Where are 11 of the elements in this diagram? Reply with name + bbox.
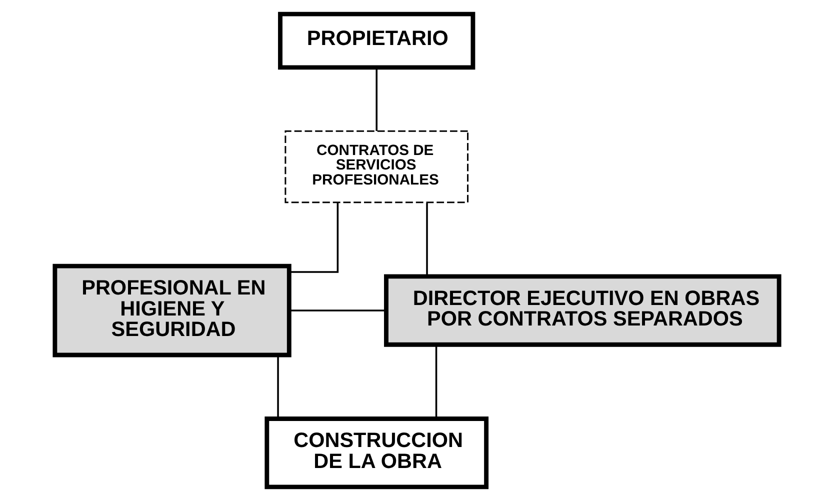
connector: [288, 310, 386, 312]
node-box: DIRECTOR EJECUTIVO EN OBRAS POR CONTRATOS SEPARADOS: [384, 274, 781, 347]
node-box: PROFESIONAL EN HIGIENE Y SEGURIDAD: [52, 264, 291, 358]
node-box: CONSTRUCCION DE LA OBRA: [264, 416, 488, 490]
connector: [434, 344, 437, 419]
connector: [288, 202, 338, 273]
connector: [426, 203, 428, 276]
node-box: CONTRATOS DE SERVICIOS PROFESIONALES: [284, 130, 468, 204]
node-box: PROPIETARIO: [278, 12, 475, 70]
connector: [375, 67, 377, 131]
connector: [276, 355, 278, 418]
